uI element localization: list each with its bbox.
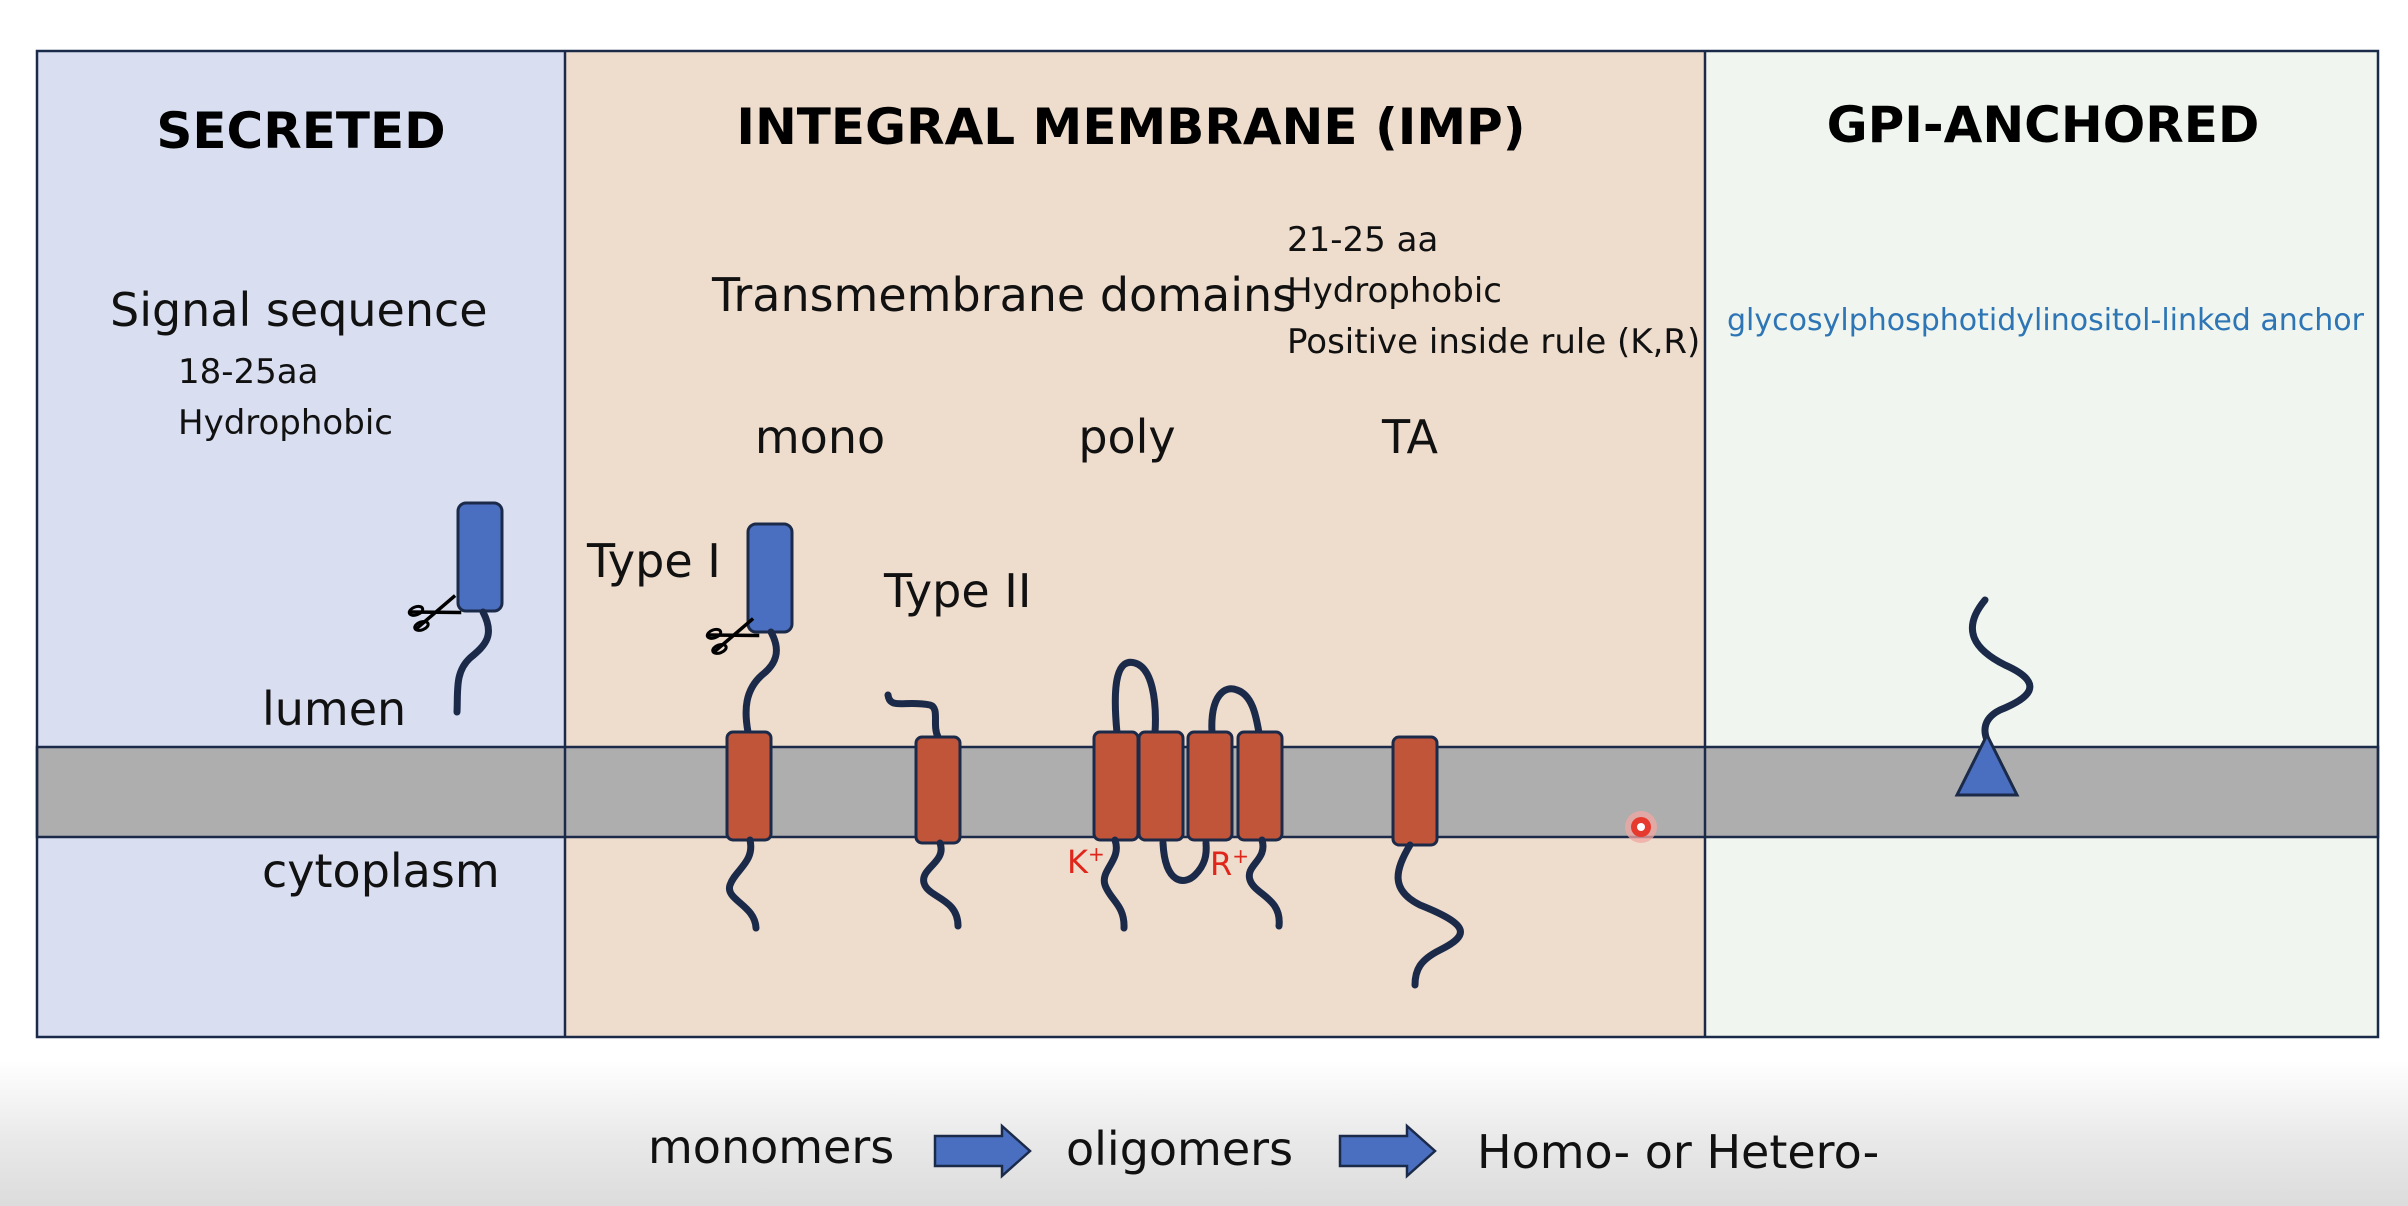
pointer-dot-icon [1625,811,1657,843]
ta-tm-domain [1391,735,1439,847]
bottom-oligomers: oligomers [1066,1122,1293,1176]
bottom-homo-hetero: Homo- or Hetero- [1477,1125,1879,1179]
scissors-icon [407,594,462,632]
signal-peptide-box [456,501,504,613]
scissors-icon [705,617,760,655]
cytoplasm-label: cytoplasm [262,844,500,898]
poly-tm-4 [1236,730,1284,842]
type1-lumen-chain [742,628,780,736]
gpi-panel [1705,51,2378,1037]
ta-cyto-chain [1394,841,1464,989]
poly-loop-2 [1159,839,1210,884]
charge-r-label: R+ [1210,844,1249,883]
signal-hydrophobic: Hydrophobic [178,403,393,443]
type2-lumen-chain [884,691,942,741]
type2-cyto-chain [920,839,962,930]
arrow-right-icon [933,1123,1032,1179]
integral-title: INTEGRAL MEMBRANE (IMP) [736,98,1525,156]
col-poly: poly [1078,410,1175,464]
col-ta: TA [1381,410,1439,464]
col-mono: mono [755,410,885,464]
signal-sequence-heading: Signal sequence [110,283,488,337]
arrow-right-icon [1338,1123,1437,1179]
tm-positive-inside: Positive inside rule (K,R) [1287,322,1700,362]
integral-panel [565,51,1705,1037]
bottom-monomers: monomers [648,1120,894,1174]
poly-tm-1 [1092,730,1140,842]
transmembrane-heading: Transmembrane domains [711,268,1296,322]
type-2-label: Type II [883,564,1031,618]
poly-loop-3 [1208,685,1263,737]
gpi-triangle-icon [1954,731,2020,797]
gpi-protein-chain [1969,596,2034,744]
poly-cyto-chain-2 [1245,836,1283,930]
type-1-label: Type I [586,534,721,588]
secreted-chain [453,608,492,716]
gpi-subtitle: glycosylphosphotidylinositol-linked anch… [1727,303,2365,338]
signal-length: 18-25aa [178,352,318,392]
charge-k-label: K+ [1067,842,1105,881]
tm-hydrophobic: Hydrophobic [1287,271,1502,311]
diagram-frame [35,49,2380,1039]
gpi-title: GPI-ANCHORED [1827,96,2260,154]
secreted-title: SECRETED [156,102,445,160]
poly-loop-1 [1111,658,1159,737]
type2-tm-domain [914,735,962,845]
type1-cyto-chain [726,836,760,932]
tm-length: 21-25 aa [1287,220,1438,260]
poly-tm-3 [1186,730,1234,842]
lumen-label: lumen [262,682,406,736]
poly-tm-2 [1137,730,1185,842]
type1-tm-domain [725,730,773,842]
poly-cyto-chain-1 [1100,836,1128,932]
type1-signal-box [746,522,794,634]
